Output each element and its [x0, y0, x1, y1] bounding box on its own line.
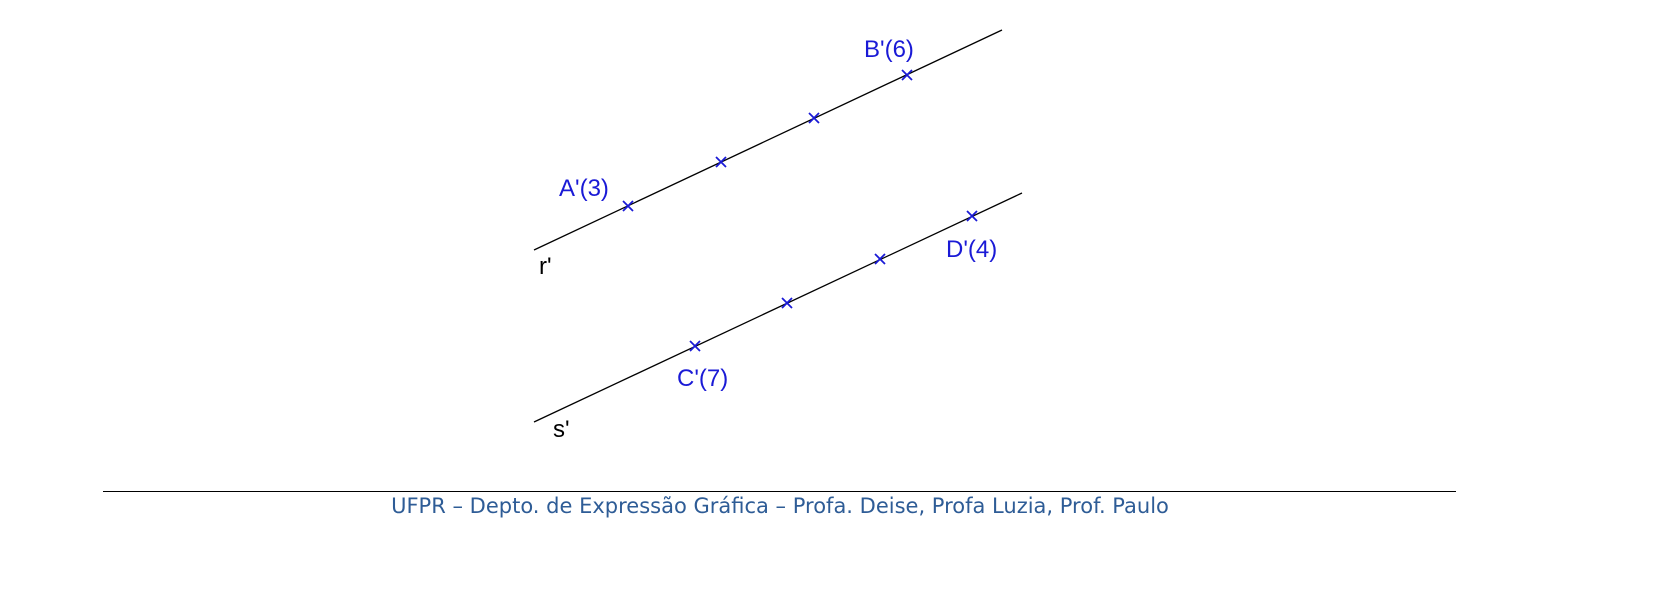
line-label-s: s' — [553, 416, 570, 443]
line-label-r: r' — [539, 253, 552, 280]
tick-mark-r-2 — [715, 156, 727, 168]
point-label-b: B'(6) — [864, 36, 914, 63]
projection-diagram: A'(3) B'(6) r' C'(7) D'(4) s' — [533, 29, 1023, 443]
tick-mark-b — [901, 69, 913, 81]
tick-mark-s-2 — [781, 297, 793, 309]
point-label-d: D'(4) — [946, 236, 997, 263]
tick-mark-c — [689, 340, 701, 352]
tick-mark-r-3 — [808, 112, 820, 124]
line-r — [533, 29, 1003, 251]
point-label-c: C'(7) — [677, 365, 728, 392]
line-s — [533, 192, 1023, 423]
footer-credit: UFPR – Depto. de Expressão Gráfica – Pro… — [391, 494, 1169, 518]
footer-divider — [103, 491, 1456, 492]
point-label-a: A'(3) — [559, 175, 609, 202]
tick-mark-d — [966, 210, 978, 222]
tick-mark-s-3 — [874, 253, 886, 265]
tick-mark-a — [622, 200, 634, 212]
